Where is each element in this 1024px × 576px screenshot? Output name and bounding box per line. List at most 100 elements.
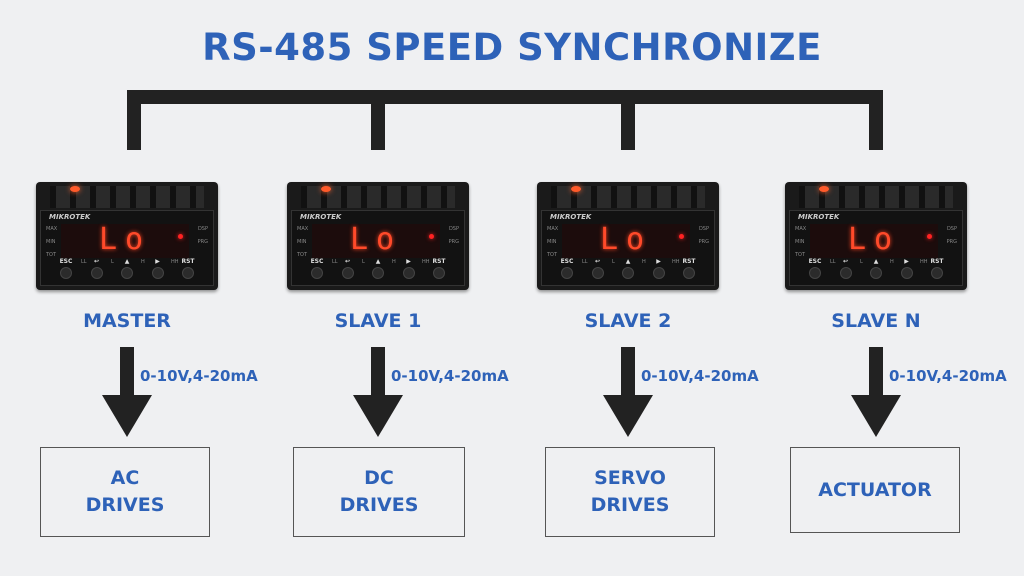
status-led (571, 186, 581, 192)
arrow-down-icon (603, 395, 653, 437)
indicator-label: MIN (547, 239, 557, 245)
bus-drop (869, 90, 883, 150)
key-label: ↩ (842, 258, 849, 265)
indicator-dot (429, 234, 434, 239)
arrow-shaft (621, 347, 635, 397)
arrow-down-icon (102, 395, 152, 437)
indicator-label: MIN (795, 239, 805, 245)
status-led (70, 186, 80, 192)
key-cap (151, 267, 164, 279)
indicator-label: L (111, 259, 114, 265)
output-device-box: ACTUATOR (790, 447, 960, 533)
unit-label: SLAVE 2 (584, 310, 672, 332)
indicator-label: HH (672, 259, 680, 265)
indicator-label: HH (171, 259, 179, 265)
brand-logo: MIKROTEK (49, 213, 91, 221)
key-cap (683, 267, 695, 279)
output-device-label: DRIVES (590, 494, 670, 516)
key-label: ▶ (155, 258, 160, 265)
key-button: ▲ (615, 258, 641, 279)
key-label: ▶ (656, 258, 661, 265)
key-button: ↩ (833, 258, 859, 279)
indicator-label: PRG (946, 239, 957, 245)
signal-label: 0-10V,4-20mA (889, 367, 1007, 385)
key-cap (591, 267, 604, 279)
key-cap (622, 267, 634, 279)
vents (551, 186, 705, 208)
key-cap (60, 267, 72, 279)
indicator-label: DSP (448, 226, 459, 232)
arrow-shaft (120, 347, 134, 397)
indicator-label: L (362, 259, 365, 265)
indicator-label: MAX (297, 226, 309, 232)
indicator-label: H (642, 259, 646, 265)
brand-logo: MIKROTEK (300, 213, 342, 221)
bus-drop (127, 90, 141, 150)
indicator-label: DSP (197, 226, 208, 232)
display-screen: Lo (562, 222, 690, 258)
display-screen: Lo (61, 222, 189, 258)
key-label: ↩ (344, 258, 351, 265)
key-cap (182, 267, 194, 279)
key-label: ↩ (594, 258, 601, 265)
key-button: ▶ (894, 258, 920, 279)
output-device-label: SERVO (594, 467, 666, 489)
key-button: ESC (554, 258, 580, 279)
key-button: ↩ (335, 258, 361, 279)
key-label: ESC (808, 258, 822, 265)
output-device-label: ACTUATOR (818, 478, 932, 501)
key-cap (372, 267, 384, 279)
key-label: ▲ (873, 258, 879, 265)
output-device-label: DC (364, 467, 394, 489)
status-led (819, 186, 829, 192)
indicator-label: PRG (698, 239, 709, 245)
key-button: RST (175, 258, 201, 279)
key-label: RST (181, 258, 195, 265)
output-device-label: AC (110, 467, 140, 489)
unit-label: MASTER (83, 310, 171, 332)
key-button: ▶ (396, 258, 422, 279)
rs485-bus (127, 90, 883, 104)
display-screen: Lo (312, 222, 440, 258)
key-button: ▲ (114, 258, 140, 279)
indicator-dot (927, 234, 932, 239)
indicator-label: LL (332, 259, 338, 265)
indicator-label: DSP (946, 226, 957, 232)
key-label: ▲ (625, 258, 631, 265)
indicator-dot (178, 234, 183, 239)
key-label: RST (682, 258, 696, 265)
key-label: ESC (310, 258, 324, 265)
indicator-label: LL (830, 259, 836, 265)
indicator-label: H (392, 259, 396, 265)
output-device-box: SERVO DRIVES (545, 447, 715, 537)
bus-drop (371, 90, 385, 150)
bus-drop (621, 90, 635, 150)
signal-label: 0-10V,4-20mA (140, 367, 258, 385)
key-cap (311, 267, 323, 279)
key-label: ↩ (93, 258, 100, 265)
key-label: ESC (560, 258, 574, 265)
indicator-label: TOT (297, 252, 308, 258)
indicator-label: MIN (297, 239, 307, 245)
indicator-label: LL (81, 259, 87, 265)
indicator-label: PRG (448, 239, 459, 245)
display-screen: Lo (810, 222, 938, 258)
key-cap (402, 267, 415, 279)
indicator-label: MAX (46, 226, 58, 232)
key-cap (433, 267, 445, 279)
indicator-label: H (890, 259, 894, 265)
key-button: ▲ (863, 258, 889, 279)
key-button: RST (426, 258, 452, 279)
brand-logo: MIKROTEK (550, 213, 592, 221)
indicator-label: MAX (547, 226, 559, 232)
indicator-label: HH (920, 259, 928, 265)
diagram-title: RS-485 SPEED SYNCHRONIZE (202, 26, 822, 69)
key-cap (809, 267, 821, 279)
key-label: ▶ (406, 258, 411, 265)
